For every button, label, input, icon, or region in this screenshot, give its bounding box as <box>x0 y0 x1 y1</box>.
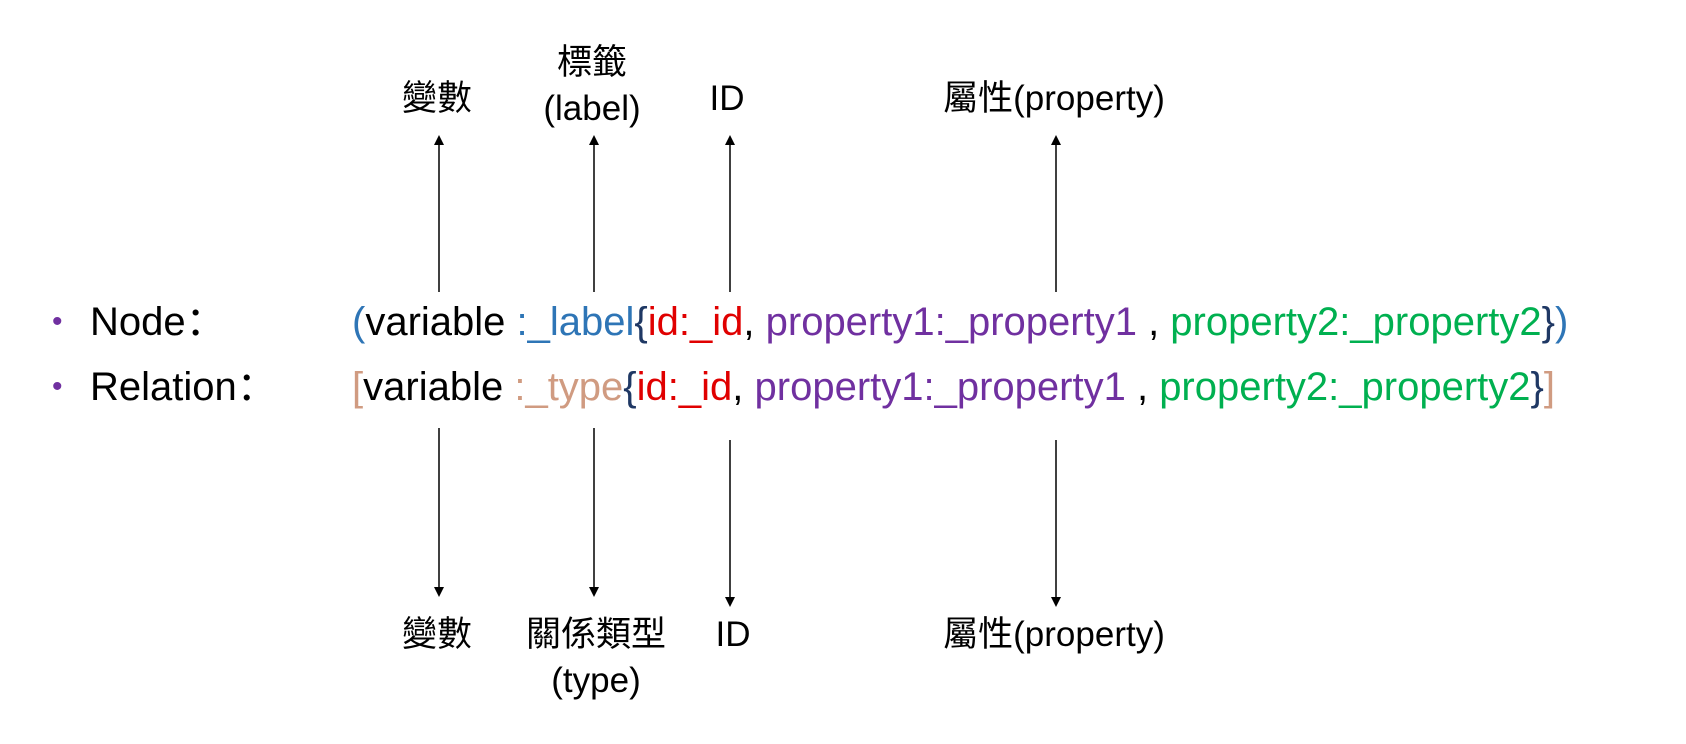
top-label-label: 標籤 (label) <box>543 40 640 132</box>
bottom-label-variable: 變數 <box>401 615 473 654</box>
node-segment: { <box>634 300 648 344</box>
node-pattern: (variable :_label{id:_id, property1:_pro… <box>352 297 1568 347</box>
node-row: • Node： (variable :_label{id:_id, proper… <box>0 297 1686 347</box>
top-label-label-line2: (label) <box>543 89 641 128</box>
relation-segment: , <box>732 365 755 409</box>
bottom-label-property: 屬性(property) <box>943 615 1165 654</box>
relation-segment: , <box>1125 365 1160 409</box>
node-segment: ( <box>352 300 366 344</box>
bottom-label-type-line2: (type) <box>551 661 641 700</box>
node-segment: , <box>1136 300 1171 344</box>
relation-segment: } <box>1530 365 1544 409</box>
relation-segment: variable <box>363 365 515 409</box>
top-label-id: ID <box>709 79 745 118</box>
relation-segment: property2:_property2 <box>1159 365 1531 409</box>
top-label-property: 屬性(property) <box>943 79 1165 118</box>
node-name: Node： <box>90 300 226 344</box>
node-segment: id:_id <box>647 300 744 344</box>
top-label-label-line1: 標籤 <box>556 43 628 82</box>
bottom-label-type: 關係類型 (type) <box>526 612 666 704</box>
bottom-label-id: ID <box>715 615 751 654</box>
relation-segment: [ <box>352 365 364 409</box>
relation-segment: { <box>623 365 637 409</box>
top-label-variable: 變數 <box>401 79 473 118</box>
relation-bullet: • <box>52 370 63 403</box>
relation-name: Relation： <box>90 365 277 409</box>
node-segment: , <box>743 300 766 344</box>
node-segment: property2:_property2 <box>1170 300 1542 344</box>
relation-segment: ] <box>1543 365 1555 409</box>
node-segment: ) <box>1554 300 1569 344</box>
relation-row: • Relation： [variable :_type{id:_id, pro… <box>0 362 1686 412</box>
node-segment: } <box>1541 300 1555 344</box>
node-segment: property1:_property1 <box>765 300 1137 344</box>
relation-segment: id:_id <box>636 365 733 409</box>
bottom-label-type-line1: 關係類型 <box>525 615 667 654</box>
relation-segment: property1:_property1 <box>754 365 1126 409</box>
node-segment: :_label <box>516 300 635 344</box>
node-bullet: • <box>52 305 63 338</box>
relation-pattern: [variable :_type{id:_id, property1:_prop… <box>352 362 1555 412</box>
relation-segment: :_type <box>514 365 624 409</box>
node-segment: variable <box>365 300 517 344</box>
